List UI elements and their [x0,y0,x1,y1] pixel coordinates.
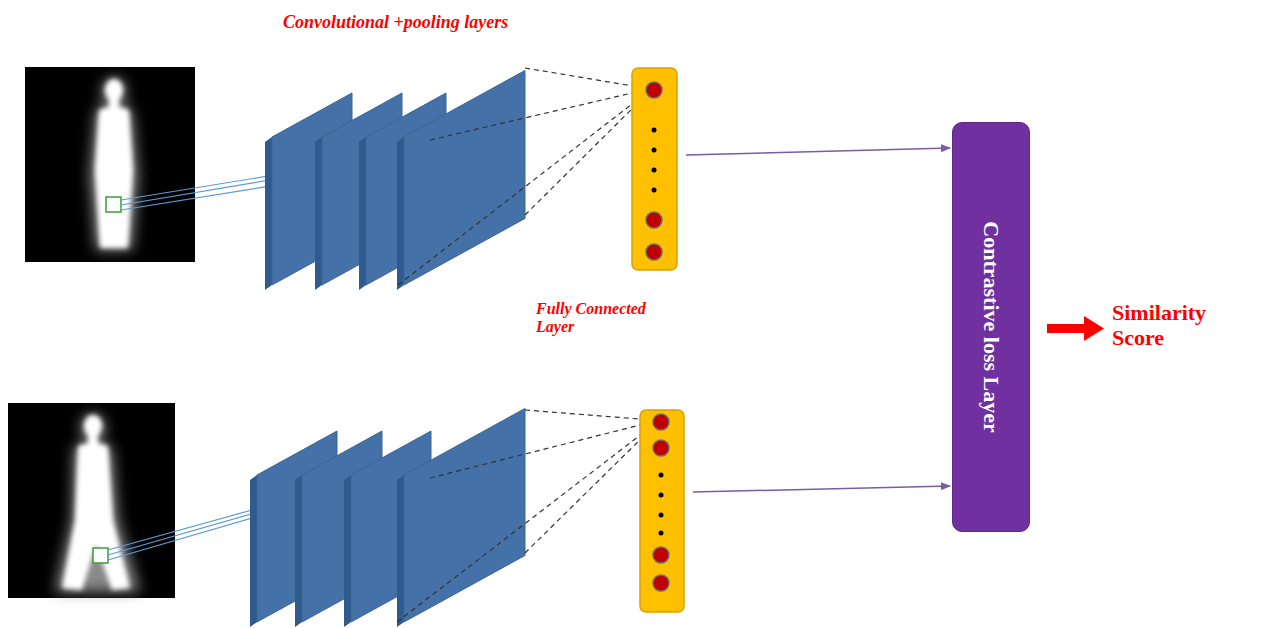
conv-panel-side [315,137,322,290]
loss-layer-box: Contrastive loss Layer [952,122,1030,532]
layer-title: Convolutional +pooling layers [283,12,603,33]
feature-arrows [686,148,950,492]
conv-panel-side [250,475,257,627]
conv-layers [250,70,525,627]
conv-panel-side [359,137,366,290]
silhouette-image [8,403,175,598]
conv-panel-side [397,137,404,290]
conv-panel-side [265,137,272,290]
layer-title: Fully Connected Layer [536,300,676,337]
conv-panel-side [397,475,404,627]
box-text: Contrastive loss Layer [978,221,1004,432]
conv-panel-side [295,475,302,627]
conv-panel [404,70,525,285]
silhouette-image [25,67,195,262]
output-arrow [1047,316,1104,341]
fc-connections [397,68,652,622]
output-label: Similarity Score [1112,300,1242,351]
fc-layer [632,68,684,612]
conv-panel-side [344,475,351,627]
conv-panel [404,408,525,622]
